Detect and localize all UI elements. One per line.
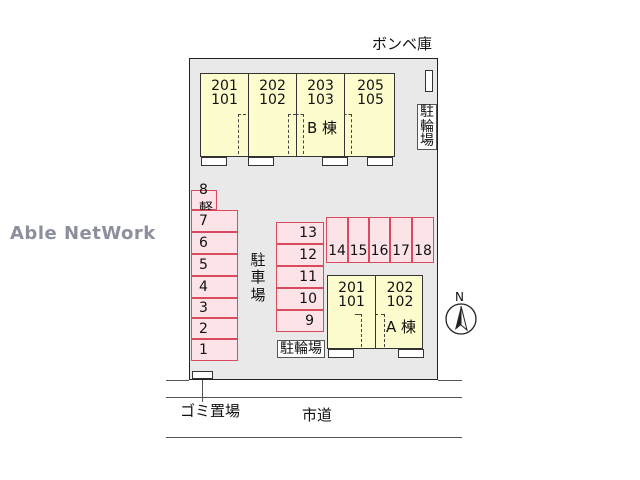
entry-line [351, 114, 352, 154]
entry-line [238, 114, 246, 115]
trash-leader-line [202, 380, 203, 402]
parking-space-18: 18 [412, 217, 434, 263]
north-label: N [455, 290, 464, 304]
step [322, 157, 348, 166]
gas-storage-label: ボンベ庫 [372, 35, 433, 53]
parking-space-4: 4 [191, 276, 238, 298]
step [328, 349, 354, 358]
parking-space-3: 3 [191, 298, 238, 318]
trash-area-label: ゴミ置場 [180, 402, 241, 420]
parking-char-3: 場 [250, 285, 266, 304]
step [201, 157, 227, 166]
entry-line [344, 114, 351, 115]
parking-space-5: 5 [191, 254, 238, 276]
parking-space-1: 1 [191, 339, 238, 361]
building-a-label: A 棟 [386, 318, 417, 336]
entry-line [303, 114, 304, 154]
bike-char-3: 場 [420, 133, 434, 150]
entry-line [288, 114, 296, 115]
step [367, 157, 393, 166]
road-label: 市道 [302, 406, 333, 424]
parking-lot-label: 駐 車 場 [249, 251, 267, 304]
bicycle-parking-vertical: 駐 輪 場 [417, 104, 437, 151]
entry-line [361, 314, 362, 347]
road-edge [166, 397, 462, 398]
entry-line [375, 314, 384, 315]
step [248, 157, 274, 166]
gas-cylinder-icon [425, 70, 433, 92]
north-arrow-icon [445, 303, 477, 335]
parking-space-14: 14 [326, 217, 348, 263]
parking-space-17: 17 [390, 217, 412, 263]
road-edge [166, 380, 189, 381]
bike-char-2: 輪 [420, 118, 434, 135]
parking-space-9: 9 [276, 310, 324, 332]
parking-char-2: 車 [250, 268, 266, 287]
parking-char-1: 駐 [250, 251, 266, 269]
step [398, 349, 424, 358]
parking-space-15: 15 [348, 217, 369, 263]
road-edge [166, 437, 462, 438]
parking-space-8: 8 軽 [191, 182, 217, 217]
entry-line [288, 114, 289, 154]
parking-space-6: 6 [191, 232, 238, 254]
trash-box [192, 371, 213, 379]
entry-line [238, 114, 239, 154]
building-b-label: B 棟 [307, 119, 338, 137]
entry-line [355, 314, 361, 315]
road-edge [438, 380, 462, 381]
parking-space-16: 16 [369, 217, 390, 263]
bike-char-1: 駐 [420, 104, 434, 120]
watermark: Able NetWork [10, 223, 156, 244]
entry-line [296, 114, 303, 115]
parking-space-7: 7 [191, 210, 238, 232]
entry-line [384, 314, 385, 347]
parking-space-10: 10 [276, 288, 324, 310]
parking-space-13: 13 [276, 222, 324, 244]
parking-space-12: 12 [276, 244, 324, 266]
parking-space-2: 2 [191, 318, 238, 339]
bicycle-parking-label: 駐輪場 [277, 340, 325, 358]
parking-space-11: 11 [276, 266, 324, 288]
